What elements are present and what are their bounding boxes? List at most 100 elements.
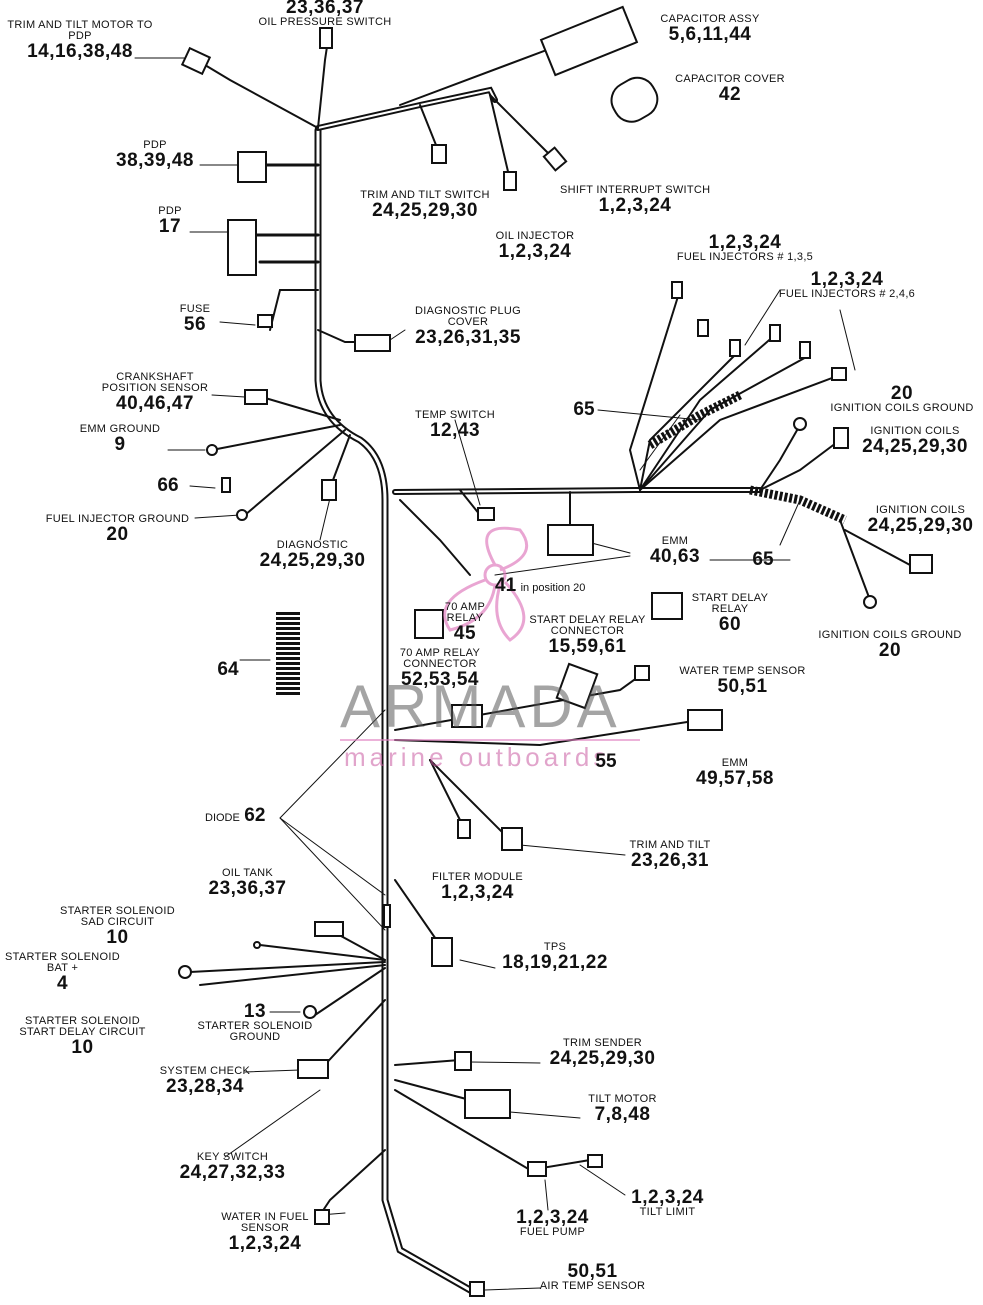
temp-switch: [477, 507, 495, 521]
label-shift-interrupt: SHIFT INTERRUPT SWITCH 1,2,3,24: [560, 184, 711, 216]
label-diode: DIODE 62: [205, 805, 266, 826]
pdp-connector-b: [227, 219, 257, 276]
emm-connector-a: [547, 524, 594, 556]
label-trim-sender: TRIM SENDER 24,25,29,30: [549, 1037, 656, 1069]
amp70-connector: [451, 704, 483, 728]
label-amp70-relay: 70 AMP RELAY 45: [444, 601, 486, 644]
label-emm-a: EMM 40,63: [649, 535, 701, 567]
label-crankshaft: CRANKSHAFT POSITION SENSOR 40,46,47: [101, 371, 209, 414]
label-start-delay-conn: START DELAY RELAY CONNECTOR 15,59,61: [529, 614, 646, 657]
label-ss-ground: 13 STARTER SOLENOID GROUND: [197, 1001, 313, 1043]
conduit-65-lower: [749, 485, 847, 525]
label-ign-ground-bottom: IGNITION COILS GROUND 20: [818, 629, 962, 661]
label-fuse: FUSE 56: [179, 303, 211, 335]
label-ss-delay: STARTER SOLENOID START DELAY CIRCUIT 10: [19, 1015, 146, 1058]
capacitor-assy: [539, 5, 639, 77]
watermark-subtitle: marine outboards: [344, 742, 611, 772]
fuel-injector-connector-2: [697, 319, 709, 337]
label-diagnostic: DIAGNOSTIC 24,25,29,30: [259, 539, 366, 571]
label-part-65b: 65: [752, 549, 774, 570]
watermark-title: ARMADA: [340, 673, 621, 740]
ign-ground-bottom-terminal: [863, 595, 877, 609]
label-capacitor-assy: CAPACITOR ASSY 5,6,11,44: [660, 13, 760, 45]
tilt-motor-connector: [464, 1089, 511, 1119]
part-66: [221, 477, 231, 493]
label-key-switch: KEY SWITCH 24,27,32,33: [179, 1151, 286, 1183]
ss-ground-terminal: [303, 1005, 317, 1019]
fuse: [257, 314, 273, 328]
water-temp-connector: [634, 665, 650, 681]
start-delay-conn: [555, 662, 599, 710]
oil-injector-connector: [503, 171, 517, 191]
shift-interrupt-connector: [542, 146, 568, 172]
label-part-64: 64: [217, 659, 239, 680]
label-system-check: SYSTEM CHECK 23,28,34: [159, 1065, 251, 1097]
trim-and-tilt-connector: [501, 827, 523, 851]
label-pdp-b: PDP 17: [158, 205, 182, 237]
label-capacitor-cover: CAPACITOR COVER 42: [675, 73, 785, 105]
fuel-injector-connector-4: [769, 324, 781, 342]
fuel-injector-connector-1: [671, 281, 683, 299]
label-part-41: 41 in position 20: [495, 575, 586, 596]
label-part-55: 55: [595, 751, 617, 772]
label-emm-ground: EMM GROUND 9: [79, 423, 161, 455]
diagnostic-connector: [321, 479, 337, 501]
label-start-delay-relay: START DELAY RELAY 60: [691, 592, 769, 635]
trim-sender-connector: [454, 1051, 472, 1071]
start-delay-relay: [651, 592, 683, 620]
diode: [383, 904, 391, 928]
label-water-temp: WATER TEMP SENSOR 50,51: [679, 665, 806, 697]
capacitor-cover: [610, 76, 659, 123]
ign-coils-connector-a: [833, 427, 849, 449]
label-trim-tilt-switch: TRIM AND TILT SWITCH 24,25,29,30: [360, 189, 490, 221]
system-check-connector: [297, 1059, 329, 1079]
label-ss-bat: STARTER SOLENOID BAT + 4: [4, 951, 121, 994]
ign-coils-connector-b: [909, 554, 933, 574]
label-diag-plug: DIAGNOSTIC PLUG COVER 23,26,31,35: [415, 305, 521, 348]
label-ign-ground-top: 20 IGNITION COILS GROUND: [830, 383, 974, 414]
label-filter-module: FILTER MODULE 1,2,3,24: [431, 871, 524, 903]
label-ss-sad: STARTER SOLENOID SAD CIRCUIT 10: [59, 905, 176, 948]
air-temp-connector: [469, 1281, 485, 1297]
label-tilt-motor: TILT MOTOR 7,8,48: [588, 1093, 657, 1125]
diagnostic-plug-cover: [354, 334, 391, 352]
fuel-injector-connector-6: [831, 367, 847, 381]
label-temp-switch: TEMP SWITCH 12,43: [414, 409, 496, 441]
oil-tank-connector: [314, 921, 344, 937]
ign-ground-top-terminal: [793, 417, 807, 431]
trim-tilt-motor-connector: [180, 46, 212, 76]
label-pdp-a: PDP 38,39,48: [116, 139, 194, 171]
label-part-66: 66: [157, 475, 179, 496]
label-ign-coils-b: IGNITION COILS 24,25,29,30: [867, 504, 974, 536]
label-fuel-inj-246: 1,2,3,24 FUEL INJECTORS # 2,4,6: [778, 269, 916, 300]
label-tps: TPS 18,19,21,22: [502, 941, 608, 973]
ss-sad-terminal: [253, 941, 261, 949]
label-tilt-limit: 1,2,3,24 TILT LIMIT: [631, 1187, 704, 1218]
label-fuel-inj-135: 1,2,3,24 FUEL INJECTORS # 1,3,5: [676, 232, 814, 263]
oil-pressure-connector: [319, 27, 333, 49]
label-trim-and-tilt: TRIM AND TILT 23,26,31: [629, 839, 711, 871]
emm-connector-b: [687, 709, 723, 731]
label-water-in-fuel: WATER IN FUEL SENSOR 1,2,3,24: [221, 1211, 309, 1254]
ss-bat-terminal: [178, 965, 192, 979]
label-amp70-conn: 70 AMP RELAY CONNECTOR 52,53,54: [399, 647, 481, 690]
filter-module-connector: [457, 819, 471, 839]
label-oil-tank: OIL TANK 23,36,37: [208, 867, 287, 899]
fuel-pump-connector: [527, 1161, 547, 1177]
fuel-injector-connector-3: [729, 339, 741, 357]
label-air-temp: 50,51 AIR TEMP SENSOR: [539, 1261, 646, 1292]
amp70-relay: [414, 609, 444, 639]
tilt-limit-connector: [587, 1154, 603, 1168]
label-part-65a: 65: [573, 399, 595, 420]
emm-ground-terminal: [206, 444, 218, 456]
crankshaft-connector: [244, 389, 268, 405]
fuel-injector-connector-5: [799, 341, 811, 359]
label-trim-tilt-motor: TRIM AND TILT MOTOR TO PDP 14,16,38,48: [7, 19, 153, 62]
watermark-propeller: [443, 526, 529, 642]
pdp-connector-a: [237, 151, 267, 183]
conduit-65-upper: [647, 390, 743, 449]
tps-connector: [431, 937, 453, 967]
fuel-injector-ground-terminal: [236, 509, 248, 521]
